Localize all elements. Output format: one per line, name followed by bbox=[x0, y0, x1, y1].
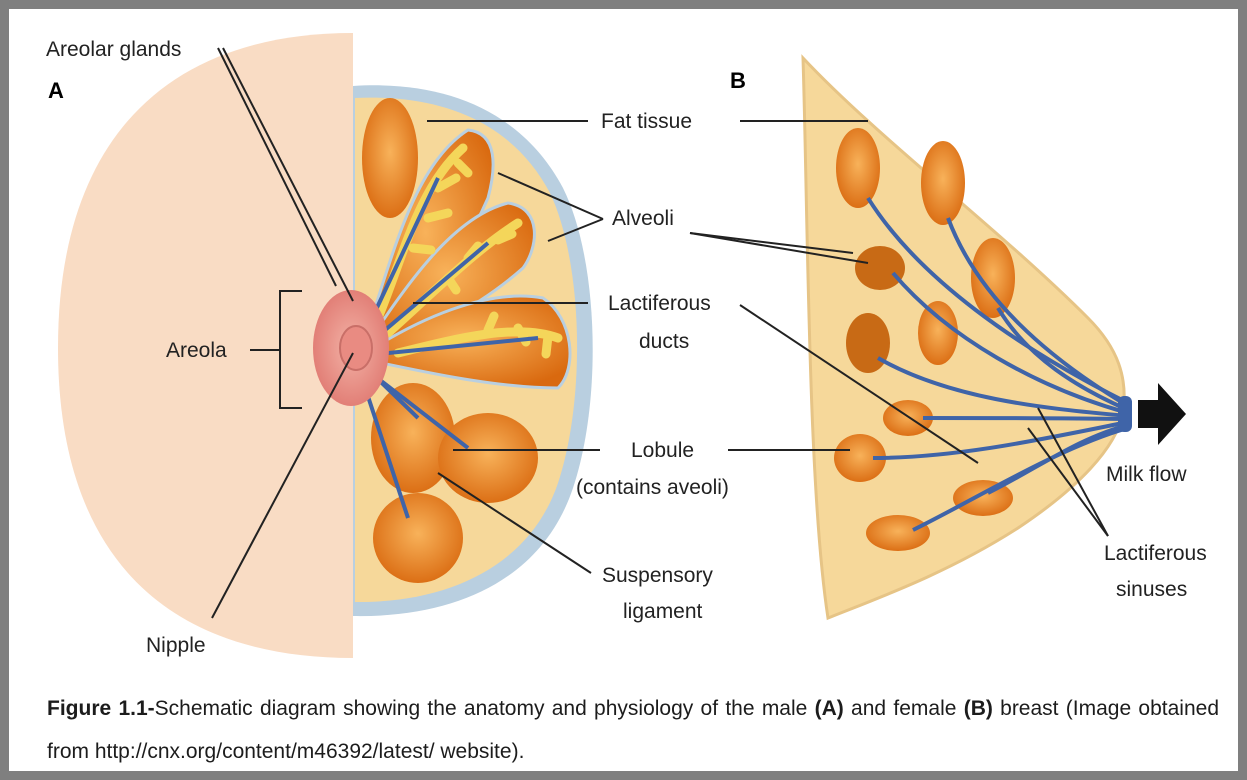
label-lactiferous-ducts-line1: Lactiferous bbox=[608, 292, 711, 315]
label-nipple: Nipple bbox=[146, 634, 206, 657]
figure-caption: Figure 1.1-Schematic diagram showing the… bbox=[47, 687, 1219, 773]
label-lactiferous-sinuses-line1: Lactiferous bbox=[1104, 542, 1207, 565]
female-breast-panel bbox=[803, 58, 1186, 618]
lobule-upper-edge bbox=[362, 98, 418, 218]
label-alveoli: Alveoli bbox=[612, 207, 674, 230]
label-areola: Areola bbox=[166, 339, 227, 362]
breast-anatomy-diagram: Areolar glands A B Areola Nipple Fat tis… bbox=[18, 18, 1247, 658]
milk-flow-arrow bbox=[1138, 383, 1186, 445]
panel-label-b: B bbox=[730, 68, 746, 93]
lobule-lower-2 bbox=[438, 413, 538, 503]
label-lactiferous-ducts-line2: ducts bbox=[639, 330, 689, 353]
caption-male-marker: (A) bbox=[815, 697, 844, 720]
nipple-ducts-end bbox=[1118, 396, 1132, 432]
lobule-lower-3 bbox=[373, 493, 463, 583]
diagram-canvas: Areolar glands A B Areola Nipple Fat tis… bbox=[18, 18, 1247, 658]
label-fat-tissue: Fat tissue bbox=[601, 110, 692, 133]
figure-number: Figure 1.1- bbox=[47, 697, 155, 720]
label-suspensory-line1: Suspensory bbox=[602, 564, 713, 587]
caption-female-marker: (B) bbox=[964, 697, 993, 720]
label-lobule-line1: Lobule bbox=[631, 439, 694, 462]
male-breast-panel bbox=[58, 33, 593, 658]
panel-label-a: A bbox=[48, 78, 64, 103]
nipple bbox=[340, 326, 372, 370]
label-lactiferous-sinuses-line2: sinuses bbox=[1116, 578, 1187, 601]
label-areolar-glands: Areolar glands bbox=[46, 38, 181, 61]
caption-text-2: and female bbox=[844, 697, 964, 720]
label-suspensory-line2: ligament bbox=[623, 600, 703, 623]
label-lobule-line2: (contains aveoli) bbox=[576, 476, 729, 499]
label-milk-flow: Milk flow bbox=[1106, 463, 1187, 486]
caption-text-1: Schematic diagram showing the anatomy an… bbox=[155, 697, 815, 720]
